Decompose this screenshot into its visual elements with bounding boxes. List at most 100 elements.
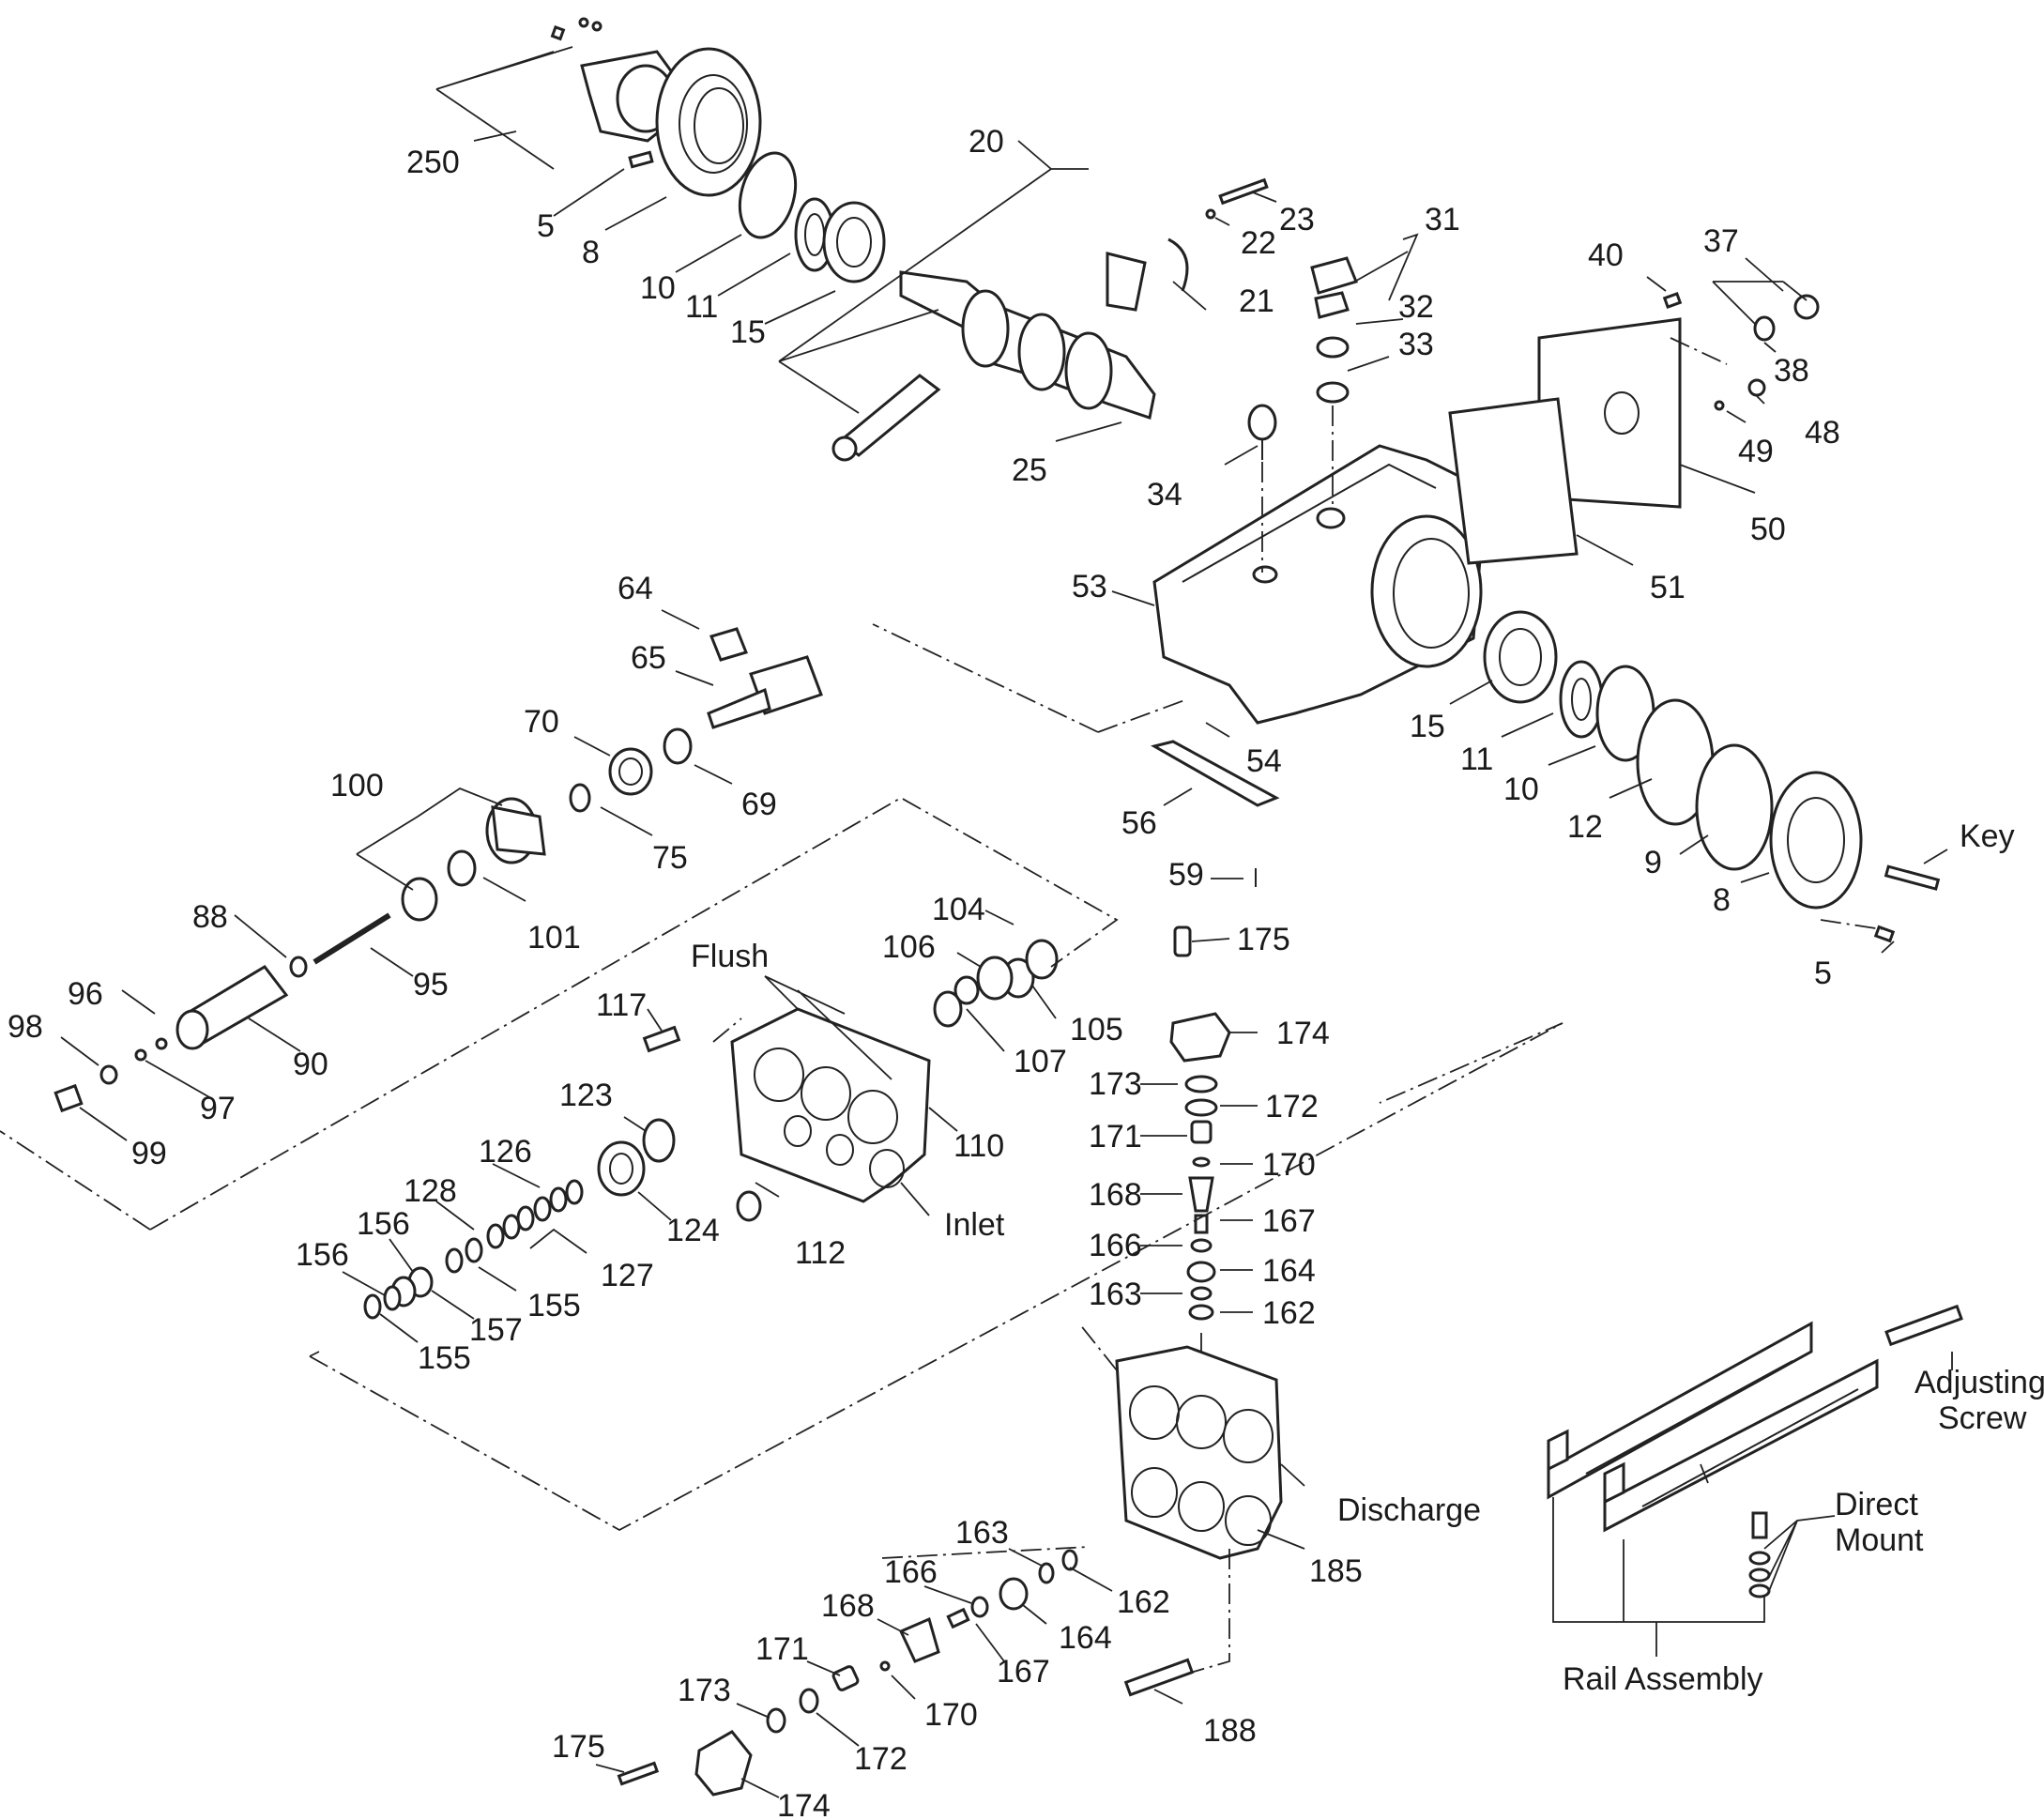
label-96: 96	[68, 976, 103, 1012]
oring-38	[1753, 315, 1776, 342]
label-direct: Direct	[1835, 1487, 1918, 1522]
label-170-bottom: 170	[924, 1697, 978, 1733]
label-175-bottom: 175	[552, 1729, 605, 1765]
gasket-51	[1448, 397, 1579, 565]
label-69: 69	[741, 787, 777, 822]
label-172-top: 172	[1265, 1089, 1319, 1124]
label-166-bottom: 166	[884, 1554, 938, 1590]
label-128: 128	[404, 1173, 457, 1209]
label-175-top: 175	[1237, 922, 1290, 957]
label-104: 104	[932, 892, 985, 927]
label-5-top: 5	[537, 208, 555, 244]
pin-64	[709, 627, 749, 662]
label-54: 54	[1246, 743, 1282, 779]
label-48: 48	[1805, 415, 1840, 451]
label-11-right: 11	[1460, 742, 1493, 777]
bearing-cover-8-right	[1769, 771, 1863, 910]
label-168-bottom: 168	[821, 1588, 875, 1624]
label-156-b: 156	[296, 1237, 349, 1273]
label-inlet: Inlet	[944, 1207, 1005, 1243]
bearing-15-right	[1483, 610, 1558, 704]
flange-250-assembly	[550, 17, 762, 197]
leader-lines	[60, 46, 1953, 1798]
label-23: 23	[1279, 202, 1315, 237]
callout-labels: 250 5 8 10 11 15 20 21 22 23 25 31 32 33…	[8, 124, 2044, 1820]
label-185: 185	[1309, 1553, 1363, 1589]
label-171-bottom: 171	[755, 1631, 809, 1667]
label-106: 106	[882, 929, 936, 965]
label-162-bottom: 162	[1117, 1584, 1170, 1620]
stud-95	[313, 912, 391, 965]
crosshead-65	[707, 655, 823, 729]
label-157: 157	[469, 1312, 523, 1348]
discharge-valve-stack-bottom	[617, 1549, 1078, 1797]
washer-88	[289, 956, 308, 978]
label-21: 21	[1239, 283, 1274, 319]
label-10-right: 10	[1503, 772, 1539, 807]
label-49: 49	[1738, 434, 1774, 469]
label-101: 101	[527, 920, 581, 956]
label-117: 117	[596, 987, 647, 1023]
label-107: 107	[1014, 1044, 1067, 1079]
label-174-top: 174	[1276, 1016, 1330, 1051]
washer-75	[569, 783, 591, 813]
label-155-b: 155	[418, 1340, 471, 1376]
label-124: 124	[666, 1213, 720, 1248]
label-mount: Mount	[1835, 1522, 1924, 1558]
label-59: 59	[1168, 857, 1204, 893]
bolt-5-top	[628, 150, 654, 169]
key	[1884, 864, 1941, 891]
label-99: 99	[131, 1136, 167, 1171]
label-10-top: 10	[640, 270, 676, 306]
label-110: 110	[953, 1128, 1004, 1164]
label-100: 100	[330, 768, 384, 803]
label-37: 37	[1703, 223, 1739, 259]
label-174-bottom: 174	[777, 1788, 831, 1820]
label-171-top: 171	[1089, 1119, 1142, 1155]
plug-117	[642, 1025, 681, 1053]
label-flush: Flush	[691, 939, 769, 974]
label-75: 75	[652, 840, 688, 876]
oring-123	[642, 1118, 676, 1163]
label-170-top: 170	[1262, 1147, 1316, 1183]
label-64: 64	[618, 571, 653, 606]
label-164-bottom: 164	[1059, 1620, 1112, 1656]
label-123: 123	[559, 1078, 613, 1113]
label-8-top: 8	[582, 235, 600, 270]
filler-cap-31-assembly	[1310, 256, 1359, 404]
bolt-5-right	[1873, 925, 1896, 943]
label-33: 33	[1398, 327, 1434, 362]
oring-10-top	[738, 151, 798, 239]
label-168-top: 168	[1089, 1177, 1142, 1213]
label-188: 188	[1203, 1713, 1257, 1749]
washer-97	[134, 1048, 147, 1062]
label-15-right: 15	[1410, 709, 1445, 744]
oil-cap-56	[1151, 740, 1280, 807]
guide-124	[597, 1140, 646, 1197]
label-22: 22	[1241, 225, 1276, 261]
label-9: 9	[1644, 845, 1662, 880]
inlet-manifold-110	[730, 1007, 931, 1203]
label-164-top: 164	[1262, 1253, 1316, 1289]
ring-100b	[401, 877, 438, 922]
label-adjusting: Adjusting	[1914, 1365, 2044, 1400]
label-173-top: 173	[1089, 1066, 1142, 1102]
label-70: 70	[524, 704, 559, 740]
label-25: 25	[1012, 452, 1047, 488]
seal-11-right	[1559, 660, 1604, 739]
label-173-bottom: 173	[678, 1673, 731, 1708]
oring-49	[1714, 400, 1725, 411]
label-31: 31	[1425, 202, 1460, 237]
label-53: 53	[1072, 569, 1107, 604]
rail-assembly	[1547, 1304, 1963, 1598]
label-20: 20	[969, 124, 1004, 160]
label-32: 32	[1398, 289, 1434, 325]
label-156-a: 156	[357, 1206, 410, 1242]
label-88: 88	[192, 899, 228, 935]
seal-70	[608, 747, 653, 796]
label-90: 90	[293, 1047, 328, 1082]
bolt-23	[1205, 177, 1269, 220]
label-155-a: 155	[527, 1288, 581, 1323]
plug-99	[53, 1083, 84, 1113]
bearing-15-top	[822, 201, 886, 283]
